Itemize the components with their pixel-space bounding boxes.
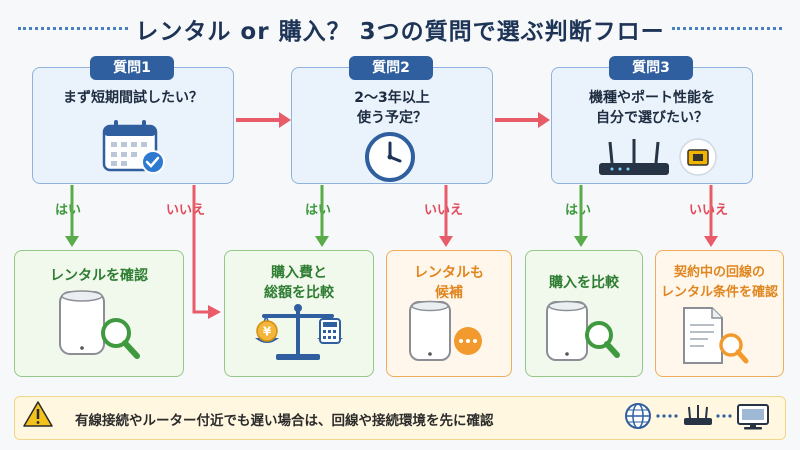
question-text-3: 機種やポート性能を 自分で選びたい？ xyxy=(589,90,715,126)
calculator-icon xyxy=(319,318,341,344)
calendar-check-icon xyxy=(102,120,165,174)
question-text-2: 2〜3年以上 使う予定？ xyxy=(354,90,430,126)
connection-dots xyxy=(656,414,732,418)
title-dots-right xyxy=(672,27,782,30)
arrow-q1-q2 xyxy=(236,112,291,128)
question-tab-2: 質問2 xyxy=(349,56,433,80)
router-icon xyxy=(599,139,669,175)
yes-label-1: はい xyxy=(55,203,82,218)
result-text-4: 購入を比較 xyxy=(549,275,619,291)
result-text-1: レンタルを確認 xyxy=(50,268,148,284)
wifi-router-icon xyxy=(546,300,588,361)
question-tab-3: 質問3 xyxy=(609,56,693,80)
result-text-2: 購入費と 総額を比較 xyxy=(264,265,334,301)
title-dots-left xyxy=(18,27,128,30)
question-text-1: まず短期間試したい？ xyxy=(63,90,203,106)
magnifier-icon xyxy=(719,333,749,364)
more-dots-icon xyxy=(454,327,482,355)
monitor-icon xyxy=(737,404,769,430)
note-bar: 有線接続やルーター付近でも遅い場合は、回線や接続環境を先に確認 xyxy=(14,396,786,440)
router-icon xyxy=(684,405,712,425)
wifi-router-icon xyxy=(59,290,105,355)
arrow-no-3 xyxy=(704,185,718,247)
arrow-q2-q3 xyxy=(495,112,550,128)
yes-label-2: はい xyxy=(305,203,332,218)
clock-icon xyxy=(365,132,415,182)
note-text: 有線接続やルーター付近でも遅い場合は、回線や接続環境を先に確認 xyxy=(75,413,494,429)
no-label-3: いいえ xyxy=(689,203,729,218)
arrow-yes-2 xyxy=(315,185,329,247)
document-icon xyxy=(683,307,723,364)
ethernet-port-icon xyxy=(679,138,717,176)
magnifier-icon xyxy=(585,321,620,358)
wifi-router-icon xyxy=(409,300,451,361)
arrow-no-1 xyxy=(192,185,221,319)
yes-label-3: はい xyxy=(565,203,592,218)
result-text-5: 契約中の回線の レンタル条件を確認 xyxy=(660,265,778,300)
page-title: レンタル or 購入？ 3つの質問で選ぶ判断フロー xyxy=(135,19,665,45)
globe-icon xyxy=(625,403,651,429)
arrow-yes-3 xyxy=(574,185,588,247)
arrow-yes-1 xyxy=(65,185,79,247)
no-label-2: いいえ xyxy=(424,203,464,218)
result-text-3: レンタルも 候補 xyxy=(414,265,484,301)
magnifier-icon xyxy=(101,318,140,359)
question-tab-1: 質問1 xyxy=(90,56,174,80)
yen-coin-icon: ¥ xyxy=(256,320,278,342)
svg-text:¥: ¥ xyxy=(263,325,272,339)
warning-icon xyxy=(23,401,53,427)
arrow-no-2 xyxy=(439,185,453,247)
